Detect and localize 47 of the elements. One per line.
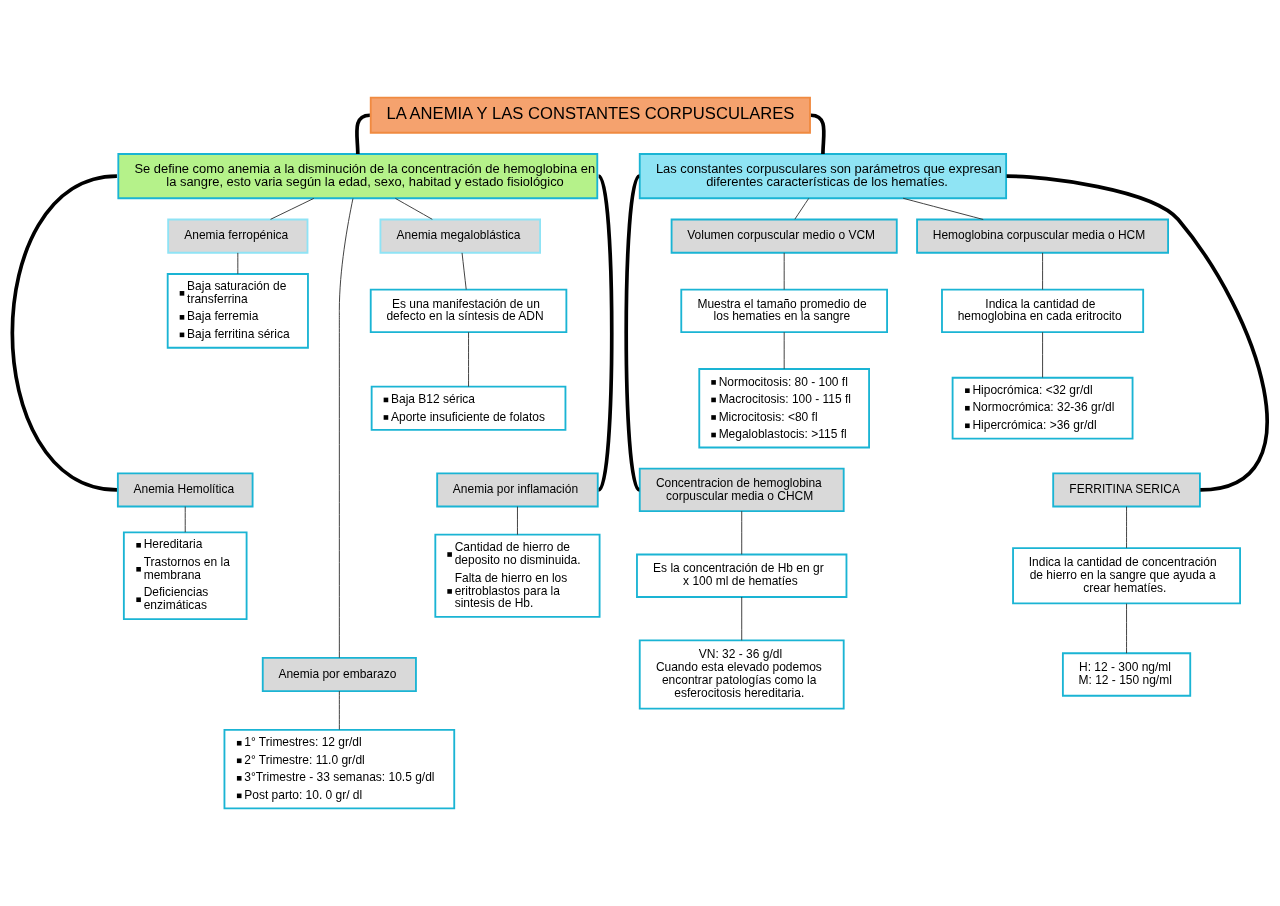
connector <box>468 331 469 387</box>
connector <box>783 252 785 290</box>
connector <box>1042 252 1044 290</box>
connector <box>741 596 743 641</box>
node-box: LA ANEMIA Y LAS CONSTANTES CORPUSCULARES <box>369 96 811 134</box>
connector <box>1006 174 1269 492</box>
connector <box>794 197 810 220</box>
connector <box>338 690 340 730</box>
node-box: Hereditaria Trastornos en la membrana Deficiencias enzimáticas <box>122 531 248 621</box>
node-box: Cantidad de hierro de deposito no disminuida. Falta de hierro en los eritroblastos para la sintesis de Hb. <box>434 533 601 618</box>
connector <box>10 174 118 492</box>
node-box: Indica la cantidad de concentración de hierro en la sangre que ayuda a crear hematíes. <box>1012 547 1241 605</box>
node-box: Las constantes corpusculares son parámetros que expresan diferentes características de los hematíes. <box>638 153 1008 200</box>
node-box: FERRITINA SERICA <box>1052 472 1201 508</box>
connector <box>461 252 467 290</box>
node-box: Normocitosis: 80 - 100 fl Macrocitosis: 100 - 115 fl Microcitosis: <80 fl Megaloblastocis: >115 fl <box>698 368 870 449</box>
connector <box>597 175 614 491</box>
node-box: VN: 32 - 36 g/dl Cuando esta elevado podemos encontrar patologías como la esferocitosis hereditaria. <box>638 639 845 710</box>
node-box: Anemia Hemolítica <box>116 472 254 508</box>
connector <box>338 198 354 659</box>
node-box: Anemia por inflamación <box>436 472 599 508</box>
connector <box>741 510 743 555</box>
node-box: Concentracion de hemoglobina corpuscular media o CHCM <box>638 467 845 513</box>
node-box: Baja B12 sérica Aporte insuficiente de folatos <box>370 385 567 431</box>
node-box: Anemia ferropénica <box>167 218 309 254</box>
node-box: Es la concentración de Hb en gr x 100 ml de hematíes <box>636 553 848 598</box>
node-box: Anemia por embarazo <box>261 656 417 693</box>
connector <box>783 331 785 370</box>
node-box: Indica la cantidad de hemoglobina en cada eritrocito <box>941 288 1145 334</box>
node-box: Hipocrómica: <32 gr/dl Normocrómica: 32-36 gr/dl Hipercrómica: >36 gr/dl <box>951 376 1134 440</box>
connector <box>1126 506 1127 549</box>
node-box: Muestra el tamaño promedio de los hematies en la sangre <box>680 288 888 334</box>
connector <box>624 175 641 491</box>
node-box: Volumen corpuscular medio o VCM <box>670 218 898 254</box>
node-box: Baja saturación de transferrina Baja ferremia Baja ferritina sérica <box>166 273 309 349</box>
connector <box>902 197 984 220</box>
connector <box>184 506 186 533</box>
connector <box>517 506 518 536</box>
node-box: Es una manifestación de un defecto en la síntesis de ADN <box>369 288 568 334</box>
connector <box>1126 603 1127 654</box>
node-box: Anemia megaloblástica <box>379 218 541 254</box>
node-box: H: 12 - 300 ng/ml M: 12 - 150 ng/ml <box>1061 652 1192 697</box>
node-box: Se define como anemia a la disminución de la concentración de hemoglobina en la sangre, esto varia según la edad, sexo, habitad y estado fisiológico <box>117 153 599 200</box>
connector <box>1042 331 1044 378</box>
node-box: 1° Trimestres: 12 gr/dl 2° Trimestre: 11.0 gr/dl 3°Trimestre - 33 semanas: 10.5 g/dl Post parto: 10. 0 gr/ dl <box>223 728 456 810</box>
node-box: Hemoglobina corpuscular media o HCM <box>916 218 1169 254</box>
connector <box>237 252 239 275</box>
